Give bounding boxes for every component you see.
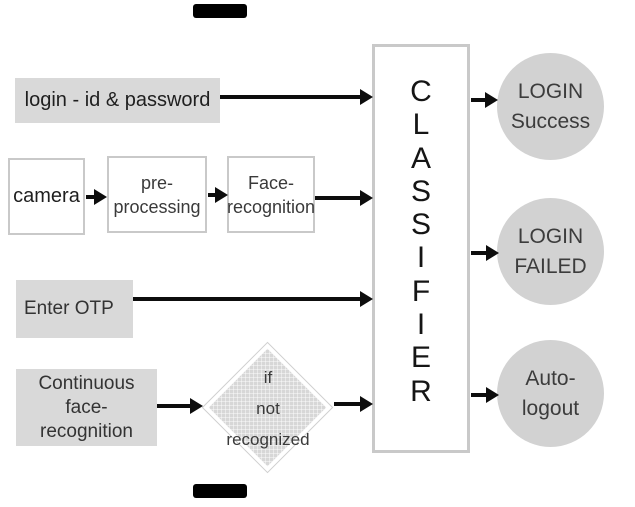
node-camera: camera (8, 158, 85, 235)
node-login-id-password: login - id & password (15, 78, 220, 123)
classifier-letter: L (412, 108, 430, 142)
arrow-shaft (133, 297, 362, 301)
crop-mark-top (193, 4, 247, 18)
arrow-head (360, 396, 373, 412)
classifier-letter: I (416, 308, 426, 342)
classifier-letter: C (410, 75, 432, 108)
node-login-success: LOGIN Success (497, 53, 604, 160)
arrow-classifier-to-success (471, 92, 498, 108)
node-continuous-face-recognition: Continuous face- recognition (16, 369, 157, 446)
node-preprocessing: pre- processing (107, 156, 207, 233)
arrow-camera-to-preprocessing (86, 189, 107, 205)
arrow-shaft (157, 404, 192, 408)
classifier-letter: F (411, 274, 431, 308)
classifier-letter: R (410, 374, 432, 408)
classifier-letter-column: C L A S S I F I E R (375, 75, 467, 408)
arrow-login-to-classifier (220, 89, 373, 105)
node-enter-otp: Enter OTP (16, 280, 133, 338)
arrow-face-to-classifier (315, 190, 373, 206)
arrow-head (360, 89, 373, 105)
crop-mark-bottom (193, 484, 247, 498)
node-face-recognition: Face- recognition (227, 156, 315, 233)
arrow-shaft (208, 193, 217, 197)
arrow-preprocessing-to-face (208, 187, 228, 203)
arrow-shaft (86, 195, 96, 199)
arrow-shaft (315, 196, 362, 200)
classifier-letter: E (410, 341, 431, 375)
arrow-head (190, 398, 203, 414)
node-classifier: C L A S S I F I E R (372, 44, 470, 453)
arrow-classifier-to-autologout (471, 387, 499, 403)
arrow-shaft (471, 98, 487, 102)
decision-diamond: if not recognized (201, 341, 334, 474)
arrow-head (485, 92, 498, 108)
arrow-shaft (334, 402, 362, 406)
node-auto-logout: Auto- logout (497, 340, 604, 447)
arrow-head (215, 187, 228, 203)
arrow-shaft (471, 251, 488, 255)
arrow-head (94, 189, 107, 205)
node-login-failed: LOGIN FAILED (497, 198, 604, 305)
arrow-head (486, 245, 499, 261)
arrow-head (360, 190, 373, 206)
classifier-letter: S (410, 174, 431, 208)
classifier-letter: I (416, 241, 426, 275)
arrow-shaft (471, 393, 488, 397)
classifier-letter: S (410, 208, 431, 242)
decision-label: if not recognized (226, 367, 310, 449)
arrow-head (486, 387, 499, 403)
arrow-diamond-to-classifier (334, 396, 373, 412)
arrow-classifier-to-failed (471, 245, 499, 261)
classifier-letter: A (410, 141, 431, 175)
arrow-otp-to-classifier (133, 291, 373, 307)
arrow-shaft (220, 95, 362, 99)
arrow-continuous-to-diamond (157, 398, 203, 414)
arrow-head (360, 291, 373, 307)
